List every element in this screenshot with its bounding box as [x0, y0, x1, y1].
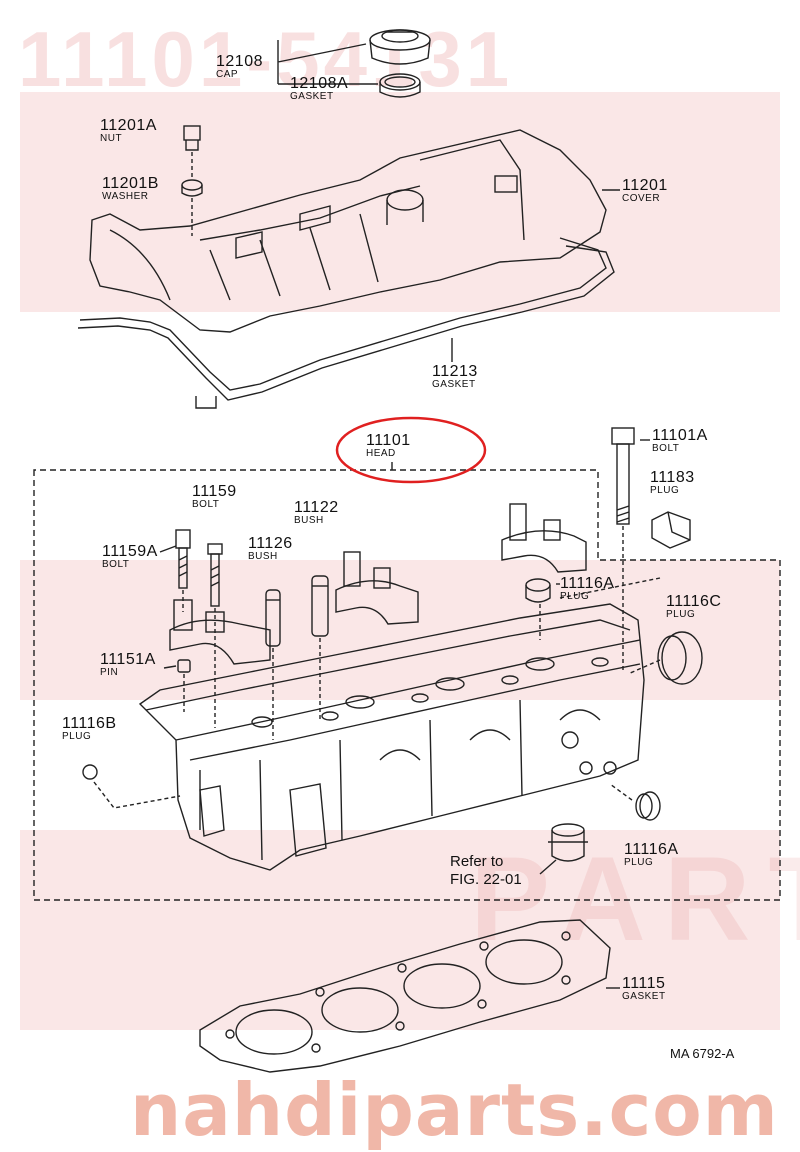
label-cap-gasket: 12108A GASKET — [290, 75, 349, 102]
bolt-11159a-drawing — [175, 529, 191, 589]
pin-11151a-drawing — [177, 659, 191, 673]
cover-drawing — [89, 129, 607, 333]
plug-11116a-bottom-drawing — [635, 791, 661, 821]
label-washer: 11201B WASHER — [102, 175, 159, 202]
cover-gasket-drawing — [77, 237, 615, 409]
label-head-bolt: 11101A BOLT — [652, 427, 708, 454]
watermark-blocks — [20, 92, 780, 1030]
label-plug-11183: 11183 PLUG — [650, 469, 695, 496]
label-plug-11116a-bottom: 11116A PLUG — [624, 841, 679, 868]
label-plug-11116b: 11116B PLUG — [62, 715, 117, 742]
bearing-cap-mid-drawing — [335, 551, 419, 625]
plug-11183-drawing — [651, 511, 691, 549]
label-pin-11151a: 11151A PIN — [100, 651, 156, 678]
bearing-cap-left-drawing — [169, 599, 271, 665]
washer-drawing — [181, 179, 203, 197]
cap-drawing — [369, 29, 431, 65]
cap-gasket-drawing — [379, 73, 421, 98]
label-head: 11101 HEAD — [366, 432, 411, 459]
label-bolt-11159a: 11159A BOLT — [102, 543, 158, 570]
plug-11116a-top-drawing — [525, 578, 551, 603]
bush-11126-drawing — [265, 589, 281, 647]
bearing-cap-right-drawing — [501, 503, 587, 573]
reference-part-drawing — [548, 823, 588, 862]
head-bolt-drawing — [611, 427, 635, 525]
bush-11122-drawing — [311, 575, 329, 637]
label-bush-11126: 11126 BUSH — [248, 535, 293, 562]
label-plug-11116a-top: 11116A PLUG — [560, 575, 615, 602]
label-cap: 12108 CAP — [216, 53, 263, 80]
highlight-circle — [335, 416, 487, 484]
nut-drawing — [183, 125, 201, 151]
label-nut: 11201A NUT — [100, 117, 157, 144]
plug-11116b-drawing — [82, 764, 98, 780]
reference-note: Refer to FIG. 22-01 — [450, 853, 522, 889]
bolt-11159-drawing — [207, 543, 223, 607]
plug-11116c-drawing — [657, 631, 703, 685]
watermark-parts-text: PARTS — [470, 830, 800, 968]
label-bush-11122: 11122 BUSH — [294, 499, 339, 526]
label-bolt-11159: 11159 BOLT — [192, 483, 237, 510]
head-gasket-drawing — [199, 919, 611, 1073]
label-head-gasket: 11115 GASKET — [622, 975, 666, 1002]
figure-code: MA 6792-A — [670, 1046, 735, 1061]
reference-line-2: FIG. 22-01 — [450, 871, 522, 888]
reference-line-1: Refer to — [450, 853, 504, 870]
label-cover: 11201 COVER — [622, 177, 668, 204]
watermark-site: nahdiparts.com — [130, 1068, 779, 1152]
label-cover-gasket: 11213 GASKET — [432, 363, 478, 390]
label-plug-11116c: 11116C PLUG — [666, 593, 722, 620]
cylinder-head-drawing — [138, 603, 645, 871]
